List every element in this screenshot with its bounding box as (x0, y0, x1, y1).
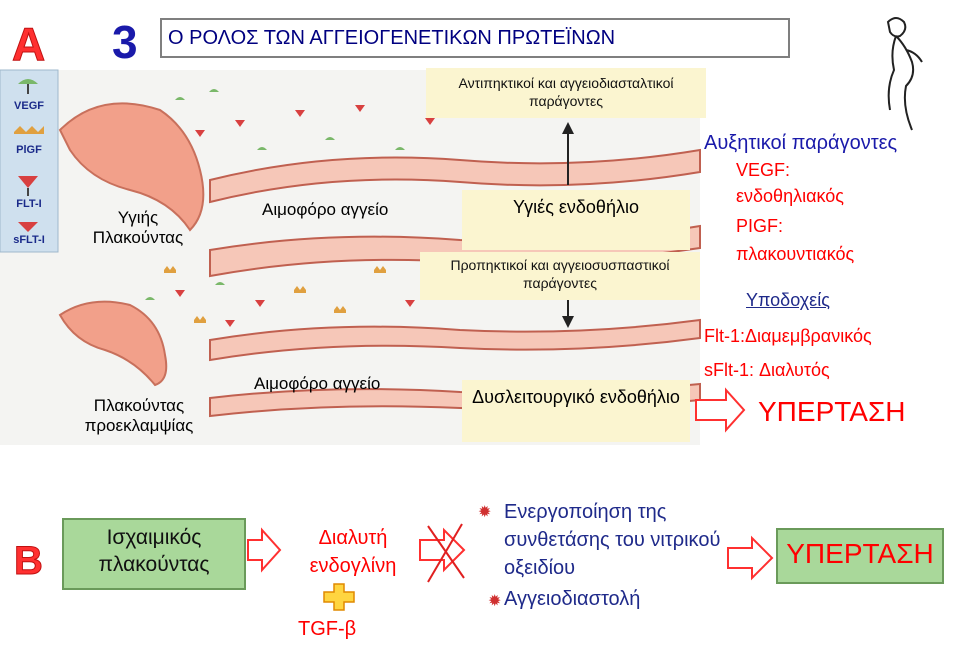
factor-particle (405, 300, 415, 307)
factor-particle (175, 97, 185, 100)
plgf-legend-icon (14, 126, 44, 134)
factor-particle (145, 297, 155, 300)
blood-vessel-bottom-label: Αιμοφόρο αγγείο (254, 374, 381, 393)
factor-particle (334, 306, 346, 313)
legend-panel (0, 69, 59, 253)
up-arrow-icon (562, 122, 574, 185)
healthy-placenta-label: Υγιής Πλακούντας (92, 208, 184, 247)
flt1-legend-icon (18, 176, 38, 196)
sflt1-receptor-label: sFlt-1: Διαλυτός (704, 360, 830, 380)
factor-particle (355, 105, 365, 112)
healthy-endothelium-label: Υγιές ενδοθήλιο (513, 197, 639, 217)
svg-text:✹: ✹ (478, 504, 491, 521)
factor-particle (255, 300, 265, 307)
arrow-b1-icon (247, 527, 282, 573)
number-3-glyph: 3 (112, 16, 138, 68)
blood-vessel-healthy (209, 148, 701, 278)
section-b-letter-icon: B (14, 539, 44, 584)
tgf-beta-label: TGF-β (298, 618, 357, 640)
svg-text:✹: ✹ (488, 593, 501, 610)
factor-particle (215, 282, 225, 285)
arrow-b3-icon (727, 535, 774, 581)
factor-particle (235, 120, 245, 127)
flt1-receptor-label: Flt-1:Διαμεμβρανικός (704, 326, 872, 346)
factor-particle (295, 110, 305, 117)
procoagulant-factors-box: Προπηκτικοί και αγγειοσυσπαστικοί παράγο… (420, 252, 700, 300)
vasodilation-label: Αγγειοδιαστολή (504, 588, 641, 610)
legend-label-sflt1: sFLT-I (13, 234, 45, 246)
vegf-description: ενδοθηλιακός (736, 186, 844, 206)
factor-particle (425, 118, 435, 125)
soluble-endoglin-label: Διαλυτή ενδογλίνη (309, 527, 397, 577)
plgf-label: PIGF: (736, 216, 784, 236)
plgf-description: πλακουντιακός (736, 244, 855, 264)
arrow-b2-icon (419, 527, 466, 573)
section-a-number-icon: 3 (112, 16, 138, 68)
section-a-letter-icon: A (12, 18, 46, 71)
ischemic-placenta-box: Ισχαιμικός πλακούντας (62, 518, 246, 590)
nitric-oxide-synthase-label: Ενεργοποίηση της συνθετάσης του νιτρικού… (504, 501, 721, 579)
healthy-placenta-icon (58, 102, 205, 232)
factor-particle (195, 130, 205, 137)
hypertension-b-box: ΥΠΕΡΤΑΣΗ (776, 528, 944, 584)
factor-particle (294, 286, 306, 293)
factor-particle (225, 320, 235, 327)
healthy-endothelium-box (462, 190, 690, 250)
legend-label-plgf: PlGF (16, 144, 42, 156)
vegf-label: VEGF: (736, 160, 791, 180)
woman-silhouette-icon (886, 17, 923, 131)
plus-icon (323, 583, 355, 611)
factor-particle (194, 316, 206, 323)
factor-particle (325, 137, 335, 140)
factor-particle (164, 266, 176, 273)
factor-particle (395, 147, 405, 150)
blood-vessel-top-label: Αιμοφόρο αγγείο (262, 200, 389, 219)
hypertension-a-label: ΥΠΕΡΤΑΣΗ (758, 396, 906, 427)
growth-factors-title: Αυξητικοί παράγοντες (704, 132, 898, 154)
vegf-legend-icon (18, 79, 38, 94)
factor-particle (175, 290, 185, 297)
sflt1-legend-icon (18, 222, 38, 232)
preeclampsia-placenta-label: Πλακούντας προεκλαμψίας (84, 396, 194, 435)
anticoagulant-factors-box: Αντιπηκτικοί και αγγειοδιασταλτικοί παρά… (426, 68, 706, 118)
receptors-title: Υποδοχείς (746, 290, 830, 310)
letter-b-glyph: B (14, 539, 43, 583)
inhibition-cross-icon (427, 523, 465, 583)
legend-label-flt1: FLT-I (16, 198, 42, 210)
page-title: Ο ΡΟΛΟΣ ΤΩΝ ΑΓΓΕΙΟΓΕΝΕΤΙΚΩΝ ΠΡΩΤΕΪΝΩΝ (160, 18, 790, 58)
legend-label-vegf: VEGF (14, 100, 44, 112)
angiogenic-factor-particles (145, 89, 446, 327)
hypertension-arrow-a-icon (695, 387, 746, 433)
factor-particle (257, 147, 267, 150)
letter-a-glyph: A (12, 18, 45, 70)
factor-particle (209, 89, 219, 92)
dysfunctional-endothelium-box (462, 380, 690, 442)
preeclampsia-placenta-icon (58, 300, 168, 387)
star-bullet-icon: ✹ (478, 504, 491, 521)
dysfunctional-endothelium-label: Δυσλειτουργικό ενδοθήλιο (472, 387, 680, 407)
factor-particle (374, 266, 386, 273)
star-bullet-2-icon: ✹ (488, 593, 501, 610)
